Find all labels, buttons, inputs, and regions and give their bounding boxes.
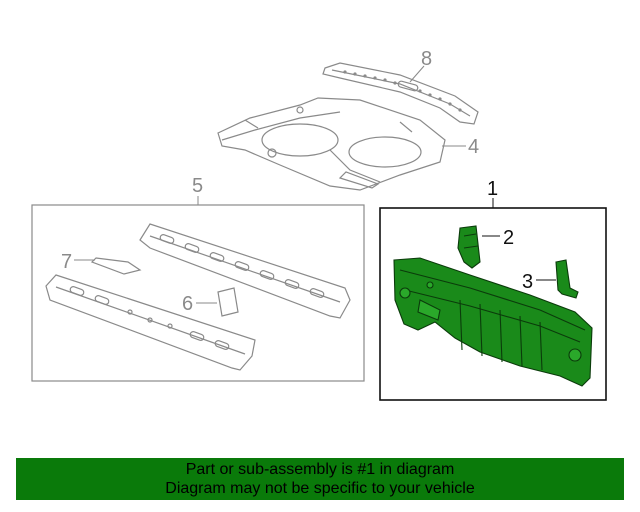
part-8-trim-strip[interactable] — [322, 62, 479, 125]
callout-1: 1 — [487, 178, 498, 200]
part-3-bracket[interactable] — [555, 259, 579, 299]
part-6-plate[interactable] — [217, 287, 239, 317]
callout-4: 4 — [468, 136, 479, 158]
callout-5: 5 — [192, 175, 203, 197]
leader-8 — [409, 65, 425, 83]
part-2-bracket[interactable] — [457, 225, 481, 269]
part-7-bracket[interactable] — [90, 257, 142, 275]
parts-diagram: 8 4 5 — [31, 48, 607, 401]
banner-line-2: Diagram may not be specific to your vehi… — [165, 480, 475, 497]
part-4-shelf-panel[interactable] — [217, 97, 446, 191]
callout-7: 7 — [61, 251, 72, 273]
part-5-upper-rail[interactable] — [139, 223, 351, 319]
callout-2: 2 — [503, 227, 514, 249]
part-5-lower-rail[interactable] — [45, 274, 256, 371]
info-banner: Part or sub-assembly is #1 in diagram Di… — [16, 458, 624, 500]
callout-3: 3 — [522, 271, 533, 293]
callout-6: 6 — [182, 293, 193, 315]
callout-8: 8 — [421, 48, 432, 70]
part-1-rear-panel[interactable] — [393, 257, 593, 387]
banner-line-1: Part or sub-assembly is #1 in diagram — [185, 461, 455, 478]
